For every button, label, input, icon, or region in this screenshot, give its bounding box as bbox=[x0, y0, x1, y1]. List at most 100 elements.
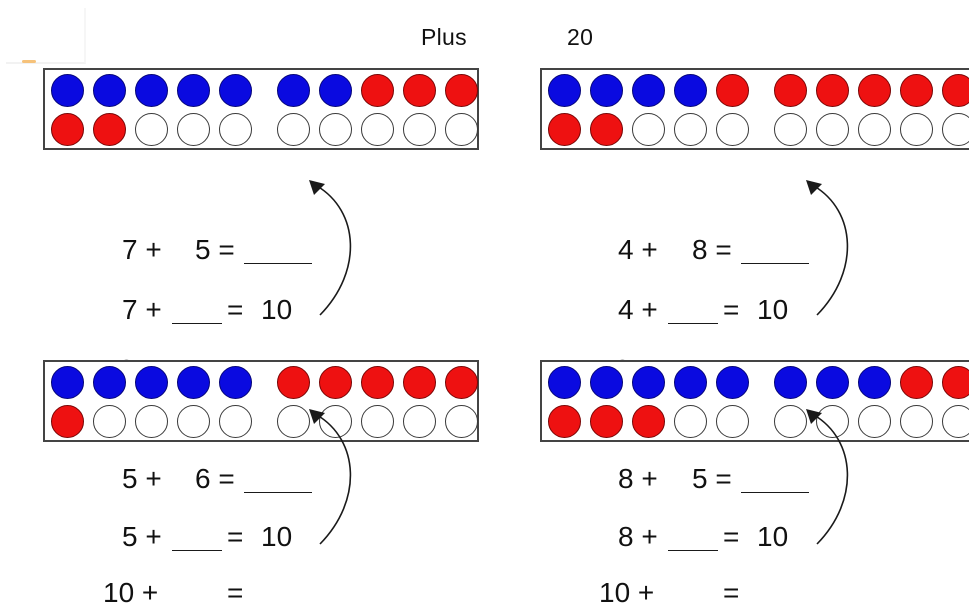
eq-line2-eq: = bbox=[723, 521, 740, 552]
eq-line2-result: 10 bbox=[757, 294, 789, 325]
empty-counter-dot bbox=[219, 405, 252, 438]
red-counter-dot bbox=[942, 74, 969, 107]
red-counter-dot bbox=[900, 74, 933, 107]
blue-counter-dot bbox=[632, 366, 665, 399]
red-counter-dot bbox=[361, 366, 394, 399]
ten-frame bbox=[540, 68, 969, 150]
exercise-2: 4 + 8 = 4 + = 10 10 + = bbox=[540, 68, 969, 385]
red-counter-dot bbox=[51, 113, 84, 146]
red-counter-dot bbox=[590, 113, 623, 146]
blue-counter-dot bbox=[51, 366, 84, 399]
empty-counter-dot bbox=[774, 405, 807, 438]
blue-counter-dot bbox=[548, 74, 581, 107]
eq-line2-eq: = bbox=[723, 294, 740, 325]
eq-line1-a: 4 + bbox=[618, 234, 658, 265]
empty-counter-dot bbox=[319, 405, 352, 438]
eq-line2-a: 8 + bbox=[618, 521, 658, 552]
answer-blank-2[interactable] bbox=[668, 550, 718, 551]
eq-line2-a: 5 + bbox=[122, 521, 162, 552]
answer-blank-2[interactable] bbox=[172, 550, 222, 551]
empty-counter-dot bbox=[177, 113, 210, 146]
curved-arrow-icon bbox=[806, 409, 849, 545]
blue-counter-dot bbox=[277, 74, 310, 107]
red-counter-dot bbox=[51, 405, 84, 438]
blue-counter-dot bbox=[816, 366, 849, 399]
exercise-4: 8 + 5 = 8 + = 10 10 + = bbox=[540, 360, 969, 610]
red-counter-dot bbox=[403, 74, 436, 107]
red-counter-dot bbox=[942, 366, 969, 399]
eq-line3-eq: = bbox=[723, 577, 740, 608]
empty-counter-dot bbox=[177, 405, 210, 438]
eq-line2-eq: = bbox=[227, 294, 244, 325]
answer-blank-2[interactable] bbox=[172, 323, 222, 324]
blue-counter-dot bbox=[177, 74, 210, 107]
blue-counter-dot bbox=[219, 74, 252, 107]
title-number: 20 bbox=[567, 24, 594, 50]
blue-counter-dot bbox=[590, 366, 623, 399]
red-counter-dot bbox=[816, 74, 849, 107]
empty-counter-dot bbox=[632, 113, 665, 146]
eq-line1-b: 5 = bbox=[692, 463, 732, 494]
empty-counter-dot bbox=[900, 405, 933, 438]
eq-line1-a: 5 + bbox=[122, 463, 162, 494]
eq-line3-a: 10 + bbox=[599, 577, 655, 608]
eq-line3-eq: = bbox=[227, 577, 244, 608]
empty-counter-dot bbox=[716, 113, 749, 146]
answer-blank-1[interactable] bbox=[244, 492, 312, 493]
exercise-3: 5 + 6 = 5 + = 10 10 + = bbox=[43, 360, 503, 610]
eq-line2-a: 4 + bbox=[618, 294, 658, 325]
blue-counter-dot bbox=[674, 366, 707, 399]
empty-counter-dot bbox=[858, 113, 891, 146]
eq-line2-eq: = bbox=[227, 521, 244, 552]
red-counter-dot bbox=[774, 74, 807, 107]
red-counter-dot bbox=[361, 74, 394, 107]
eq-line2-result: 10 bbox=[261, 521, 293, 552]
red-counter-dot bbox=[900, 366, 933, 399]
title-word: Plus bbox=[421, 24, 467, 50]
eq-line1-a: 7 + bbox=[122, 234, 162, 265]
empty-counter-dot bbox=[277, 113, 310, 146]
red-counter-dot bbox=[445, 74, 478, 107]
empty-counter-dot bbox=[361, 405, 394, 438]
blue-counter-dot bbox=[590, 74, 623, 107]
empty-counter-dot bbox=[219, 113, 252, 146]
eq-line1-b: 6 = bbox=[195, 463, 235, 494]
answer-blank-1[interactable] bbox=[741, 263, 809, 264]
corner-dot bbox=[22, 60, 36, 63]
eq-line2-result: 10 bbox=[757, 521, 789, 552]
eq-line1-b: 5 = bbox=[195, 234, 235, 265]
ten-frame bbox=[540, 360, 969, 442]
empty-counter-dot bbox=[942, 113, 969, 146]
empty-counter-dot bbox=[445, 113, 478, 146]
empty-counter-dot bbox=[774, 113, 807, 146]
blue-counter-dot bbox=[135, 74, 168, 107]
red-counter-dot bbox=[548, 405, 581, 438]
ten-frame bbox=[43, 360, 479, 442]
red-counter-dot bbox=[319, 366, 352, 399]
empty-counter-dot bbox=[816, 405, 849, 438]
blue-counter-dot bbox=[548, 366, 581, 399]
red-counter-dot bbox=[277, 366, 310, 399]
blue-counter-dot bbox=[51, 74, 84, 107]
empty-counter-dot bbox=[674, 405, 707, 438]
empty-counter-dot bbox=[361, 113, 394, 146]
empty-counter-dot bbox=[135, 113, 168, 146]
blue-counter-dot bbox=[135, 366, 168, 399]
red-counter-dot bbox=[858, 74, 891, 107]
empty-counter-dot bbox=[403, 405, 436, 438]
empty-counter-dot bbox=[858, 405, 891, 438]
blue-counter-dot bbox=[219, 366, 252, 399]
answer-blank-1[interactable] bbox=[244, 263, 312, 264]
red-counter-dot bbox=[93, 113, 126, 146]
empty-counter-dot bbox=[445, 405, 478, 438]
exercise-1: 7 + 5 = 7 + = 10 10 + = bbox=[43, 68, 503, 385]
curved-arrow-icon bbox=[309, 180, 352, 316]
red-counter-dot bbox=[403, 366, 436, 399]
red-counter-dot bbox=[445, 366, 478, 399]
answer-blank-1[interactable] bbox=[741, 492, 809, 493]
blue-counter-dot bbox=[319, 74, 352, 107]
corner-mark bbox=[6, 8, 86, 64]
answer-blank-2[interactable] bbox=[668, 323, 718, 324]
blue-counter-dot bbox=[177, 366, 210, 399]
red-counter-dot bbox=[548, 113, 581, 146]
